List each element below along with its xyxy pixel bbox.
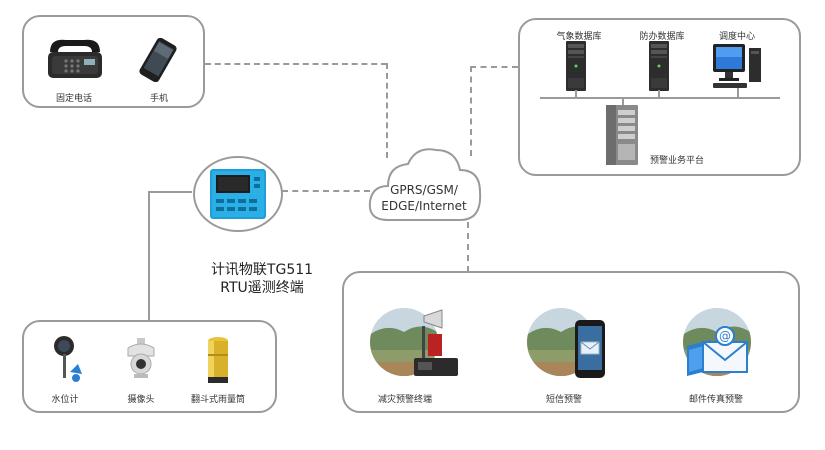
rain-gauge-icon <box>207 336 229 388</box>
rtu-link-h <box>282 190 370 192</box>
dispatch-center-label: 调度中心 <box>718 32 755 42</box>
flood-db-label: 防办数据库 <box>639 32 685 42</box>
datacenter-link-v <box>470 66 472 156</box>
weather-db-server-icon <box>565 40 587 96</box>
mobile-label: 手机 <box>149 94 168 104</box>
rtu-caption-line1: 计讯物联TG511 <box>210 262 314 278</box>
water-level-gauge-icon <box>52 334 84 390</box>
alerts-link-v <box>467 222 469 272</box>
sensor-link-v <box>148 191 150 321</box>
dispatch-computer-icon <box>711 42 763 94</box>
datacenter-link-h <box>470 66 518 68</box>
network-label: GPRS/GSM/ EDGE/Internet <box>368 182 480 214</box>
platform-label: 预警业务平台 <box>649 156 704 166</box>
telecom-link-h <box>205 63 387 65</box>
terminal-label: 减灾预警终端 <box>377 395 432 405</box>
water-gauge-label: 水位计 <box>51 395 79 405</box>
platform-server-icon <box>605 104 639 170</box>
mobile-phone-icon <box>137 37 179 86</box>
svg-text:@: @ <box>719 329 731 343</box>
sensor-link-h <box>148 191 192 193</box>
landline-label: 固定电话 <box>55 94 92 104</box>
lan-drop-weather <box>575 90 577 98</box>
camera-label: 摄像头 <box>127 395 155 405</box>
telecom-link-v <box>386 63 388 158</box>
email-fax-alert-icon: @ <box>681 306 771 390</box>
lan-drop-platform <box>622 97 624 107</box>
sms-label: 短信预警 <box>545 395 582 405</box>
flood-db-server-icon <box>648 40 670 96</box>
rain-gauge-label: 翻斗式雨量筒 <box>190 395 245 405</box>
sms-alert-icon <box>525 306 615 390</box>
email-fax-label: 邮件传真预警 <box>688 395 743 405</box>
lan-drop-dispatch <box>737 88 739 98</box>
network-label-line2: EDGE/Internet <box>381 199 467 213</box>
landline-phone-icon <box>44 34 106 88</box>
telecom-panel <box>22 15 205 108</box>
lan-bus-line <box>540 97 780 99</box>
rtu-caption-line2: RTU遥测终端 <box>220 280 304 296</box>
rtu-device-icon <box>192 155 284 237</box>
cloud-icon <box>364 140 486 232</box>
camera-icon <box>124 338 158 386</box>
rtu-caption: 计讯物联TG511 RTU遥测终端 <box>192 261 332 297</box>
weather-db-label: 气象数据库 <box>556 32 602 42</box>
disaster-terminal-icon <box>368 306 472 390</box>
lan-drop-flood <box>658 90 660 98</box>
network-label-line1: GPRS/GSM/ <box>390 183 458 197</box>
